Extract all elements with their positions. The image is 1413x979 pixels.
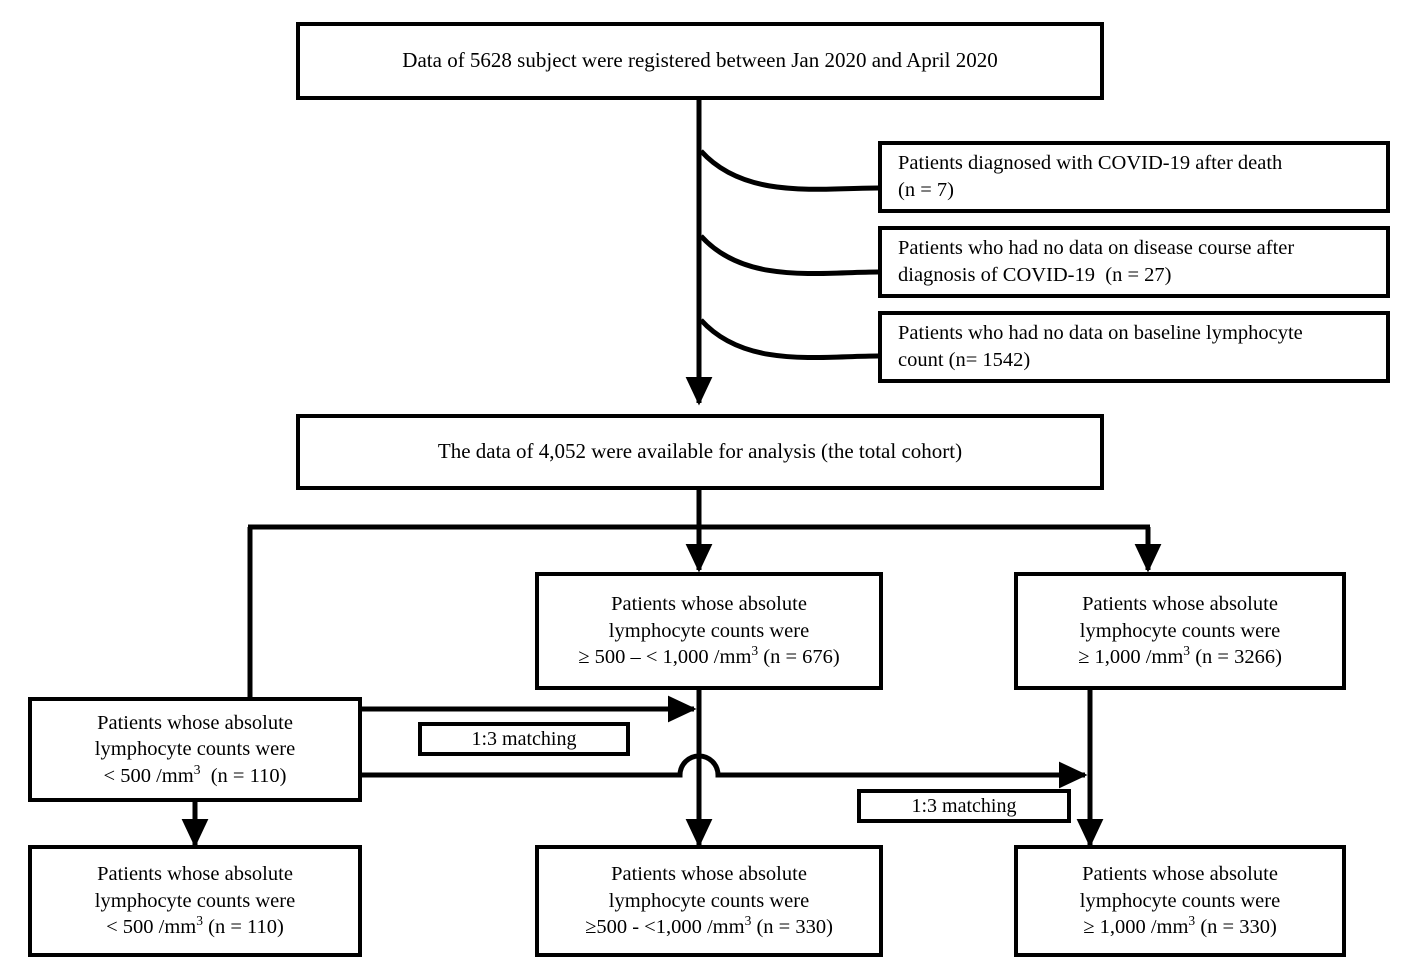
group-high-line-1: Patients whose absolute — [1082, 593, 1278, 616]
group-mid-line-2: lymphocyte counts were — [608, 619, 810, 642]
matched-ge-1000-box: Patients whose absolute lymphocyte count… — [1014, 845, 1346, 957]
group-500-to-1000-box: Patients whose absolute lymphocyte count… — [535, 572, 883, 690]
total-cohort-box: The data of 4,052 were available for ana… — [296, 414, 1104, 490]
matched-low-line-3: < 500 /mm3 (n = 110) — [106, 914, 284, 941]
group-high-count: (n = 3266) — [1190, 646, 1282, 669]
matched-mid-unit-exponent: 3 — [744, 913, 752, 929]
excluded-diagnosed-after-death-box: Patients diagnosed with COVID-19 after d… — [878, 141, 1390, 213]
matched-low-unit-exponent: 3 — [196, 913, 204, 929]
matching-label-mid-text: 1:3 matching — [471, 727, 577, 750]
group-low-count: (n = 110) — [200, 764, 287, 787]
registered-cohort-box: Data of 5628 subject were registered bet… — [296, 22, 1104, 100]
group-high-range: ≥ 1,000 /mm — [1078, 646, 1184, 669]
group-mid-line-3: ≥ 500 – < 1,000 /mm3 (n = 676) — [578, 644, 840, 671]
matched-lt-500-box: Patients whose absolute lymphocyte count… — [28, 845, 362, 957]
matched-high-unit-exponent: 3 — [1188, 913, 1196, 929]
matched-mid-line-1: Patients whose absolute — [611, 863, 807, 886]
matching-label-high-text: 1:3 matching — [911, 794, 1017, 817]
excluded-1-line-2: (n = 7) — [898, 179, 954, 201]
excluded-1-line-1: Patients diagnosed with COVID-19 after d… — [898, 152, 1283, 175]
group-high-unit-exponent: 3 — [1183, 643, 1191, 659]
group-high-line-2: lymphocyte counts were — [1079, 619, 1281, 642]
excluded-3-line-2: count (n= 1542) — [898, 349, 1031, 371]
registered-cohort-line-1: Data of 5628 subject were registered bet… — [402, 48, 998, 73]
group-low-line-1: Patients whose absolute — [97, 711, 293, 734]
group-lt-500-box: Patients whose absolute lymphocyte count… — [28, 697, 362, 802]
group-mid-range: ≥ 500 – < 1,000 /mm — [578, 646, 752, 669]
matched-mid-line-2: lymphocyte counts were — [608, 889, 810, 912]
excluded-no-disease-course-box: Patients who had no data on disease cour… — [878, 226, 1390, 298]
matched-low-line-1: Patients whose absolute — [97, 863, 293, 886]
group-high-line-3: ≥ 1,000 /mm3 (n = 3266) — [1078, 644, 1282, 671]
match-arrow-high — [362, 753, 1088, 789]
matched-500-to-1000-box: Patients whose absolute lymphocyte count… — [535, 845, 883, 957]
excluded-3-line-1: Patients who had no data on baseline lym… — [898, 322, 1303, 345]
matched-high-range: ≥ 1,000 /mm — [1083, 916, 1189, 939]
matched-low-count: (n = 110) — [203, 916, 284, 939]
excluded-2-line-1: Patients who had no data on disease cour… — [898, 237, 1295, 260]
group-mid-unit-exponent: 3 — [751, 643, 759, 659]
group-mid-count: (n = 676) — [758, 646, 840, 669]
excluded-2-line-2: diagnosis of COVID-19 (n = 27) — [898, 264, 1172, 286]
group-low-line-2: lymphocyte counts were — [94, 738, 296, 761]
group-low-range: < 500 /mm — [103, 764, 194, 787]
matched-high-line-2: lymphocyte counts were — [1079, 889, 1281, 912]
matching-label-mid: 1:3 matching — [418, 722, 630, 756]
matched-mid-count: (n = 330) — [751, 916, 833, 939]
matched-low-line-2: lymphocyte counts were — [94, 889, 296, 912]
matched-high-line-1: Patients whose absolute — [1082, 863, 1278, 886]
group-low-line-3: < 500 /mm3 (n = 110) — [104, 763, 287, 790]
matched-mid-range: ≥500 - <1,000 /mm — [585, 916, 745, 939]
matched-mid-line-3: ≥500 - <1,000 /mm3 (n = 330) — [585, 914, 833, 941]
group-mid-line-1: Patients whose absolute — [611, 593, 807, 616]
group-low-unit-exponent: 3 — [193, 761, 201, 777]
excluded-no-baseline-lymphocyte-box: Patients who had no data on baseline lym… — [878, 311, 1390, 383]
exclusion-branch-3 — [699, 318, 879, 361]
matching-label-high: 1:3 matching — [857, 789, 1071, 823]
matched-low-range: < 500 /mm — [106, 916, 197, 939]
matched-high-count: (n = 330) — [1195, 916, 1277, 939]
total-cohort-line-1: The data of 4,052 were available for ana… — [437, 439, 963, 464]
exclusion-branch-2 — [699, 234, 879, 277]
group-ge-1000-box: Patients whose absolute lymphocyte count… — [1014, 572, 1346, 690]
exclusion-branch-1 — [699, 149, 879, 192]
matched-high-line-3: ≥ 1,000 /mm3 (n = 330) — [1083, 914, 1277, 941]
